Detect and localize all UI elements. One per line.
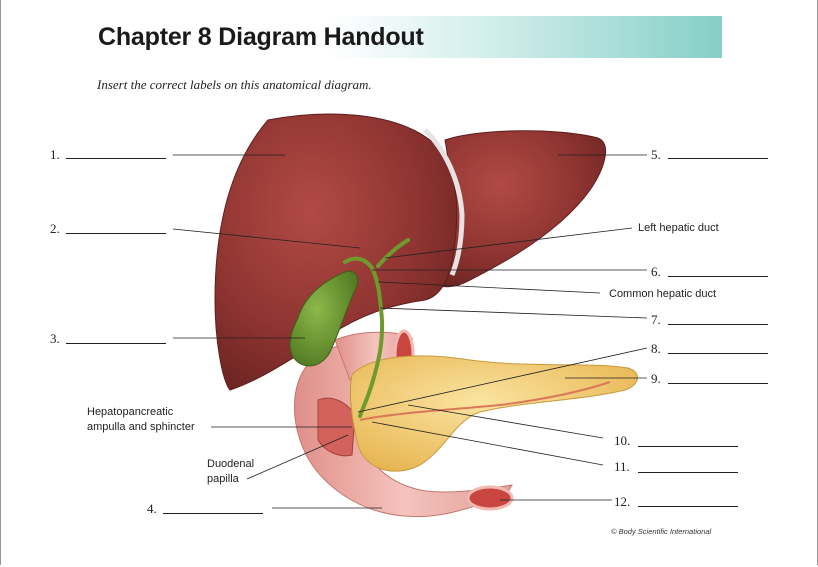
answer-blank-5[interactable]: [668, 158, 768, 159]
blank-number-10: 10.: [614, 433, 631, 448]
answer-blank-11[interactable]: [638, 472, 738, 473]
answer-blank-12[interactable]: [638, 506, 738, 507]
answer-blank-3[interactable]: [66, 343, 166, 344]
answer-blank-2[interactable]: [66, 233, 166, 234]
blank-number-4: 4.: [147, 501, 157, 516]
label-hepatopancreatic-ampulla: Hepatopancreatic ampulla and sphincter: [87, 405, 195, 435]
label-duodenal-papilla: Duodenal papilla: [207, 457, 254, 487]
label-papilla-line2: papilla: [207, 473, 239, 485]
pancreas: [349, 355, 638, 472]
blank-number-9: 9.: [651, 371, 661, 386]
blank-number-3: 3.: [50, 331, 60, 346]
blank-number-5: 5.: [651, 147, 661, 162]
answer-blank-8[interactable]: [668, 353, 768, 354]
label-ampulla-line1: Hepatopancreatic: [87, 406, 174, 418]
title-bar: Chapter 8 Diagram Handout: [90, 16, 722, 58]
leader-lines: [172, 154, 648, 509]
answer-blank-9[interactable]: [668, 383, 768, 384]
answer-blank-6[interactable]: [668, 276, 768, 277]
label-ampulla-line2: ampulla and sphincter: [87, 421, 195, 433]
copyright-notice: © Body Scientific International: [611, 527, 712, 536]
blank-number-7: 7.: [651, 312, 661, 327]
label-left-hepatic-duct: Left hepatic duct: [638, 222, 719, 234]
ligament-fringe: [423, 128, 465, 276]
instructions: Insert the correct labels on this anatom…: [97, 77, 372, 92]
blank-number-2: 2.: [50, 221, 60, 236]
blank-number-6: 6.: [651, 264, 661, 279]
answer-blank-1[interactable]: [66, 158, 166, 159]
blank-number-11: 11.: [614, 459, 630, 474]
blank-number-1: 1.: [50, 147, 60, 162]
answer-blank-4[interactable]: [163, 513, 263, 514]
answer-blank-7[interactable]: [668, 324, 768, 325]
label-papilla-line1: Duodenal: [207, 458, 255, 470]
bile-ducts: [343, 238, 410, 418]
pancreatic-duct: [359, 381, 611, 421]
blank-number-12: 12.: [614, 494, 631, 509]
liver-right-lobe: [214, 113, 458, 391]
answer-blank-10[interactable]: [638, 446, 738, 447]
blank-number-8: 8.: [651, 341, 661, 356]
label-common-hepatic-duct: Common hepatic duct: [609, 288, 716, 300]
page-title: Chapter 8 Diagram Handout: [98, 23, 424, 51]
duodenum-opening-lower: [466, 485, 514, 511]
gallbladder: [289, 270, 359, 367]
